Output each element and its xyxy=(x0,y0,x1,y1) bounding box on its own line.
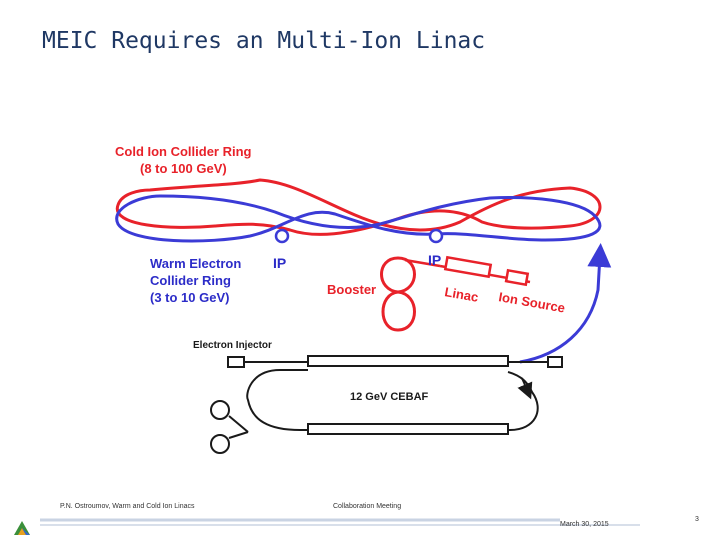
cebaf-racetrack xyxy=(227,355,563,435)
page-number: 3 xyxy=(695,516,699,523)
ip-marker-left xyxy=(274,228,290,244)
warm-ring-label-line3: (3 to 10 GeV) xyxy=(150,290,229,305)
linac-label: Linac xyxy=(443,284,479,305)
ion-source-label: Ion Source xyxy=(497,289,566,315)
ion-source-box xyxy=(504,268,530,287)
warm-ring-label-line1: Warm Electron xyxy=(150,256,241,271)
ip-label-right: IP xyxy=(428,252,441,268)
warm-ring-label-line2: Collider Ring xyxy=(150,273,231,288)
ip-marker-right xyxy=(428,228,444,244)
injector-circles xyxy=(210,400,249,454)
footer-date: March 30, 2015 xyxy=(560,521,609,528)
logo-icon xyxy=(14,521,30,535)
booster-ring xyxy=(380,256,416,332)
ion-collider-ring xyxy=(115,178,602,236)
cold-ring-label-line2: (8 to 100 GeV) xyxy=(140,161,227,176)
cold-ring-label-line1: Cold Ion Collider Ring xyxy=(115,144,252,159)
electron-injector-label: Electron Injector xyxy=(193,340,272,351)
footer-author: P.N. Ostroumov, Warm and Cold Ion Linacs xyxy=(60,503,195,510)
cebaf-label: 12 GeV CEBAF xyxy=(350,391,429,403)
footer-band xyxy=(0,515,720,540)
booster-label: Booster xyxy=(327,282,376,297)
slide-title: MEIC Requires an Multi-Ion Linac xyxy=(42,28,486,54)
ip-label-left: IP xyxy=(273,255,286,271)
linac-box xyxy=(443,255,493,279)
booster-injection-line xyxy=(404,258,441,268)
electron-collider-ring xyxy=(115,194,602,243)
electron-transfer-line xyxy=(519,243,612,364)
footer-meeting: Collaboration Meeting xyxy=(333,503,402,510)
